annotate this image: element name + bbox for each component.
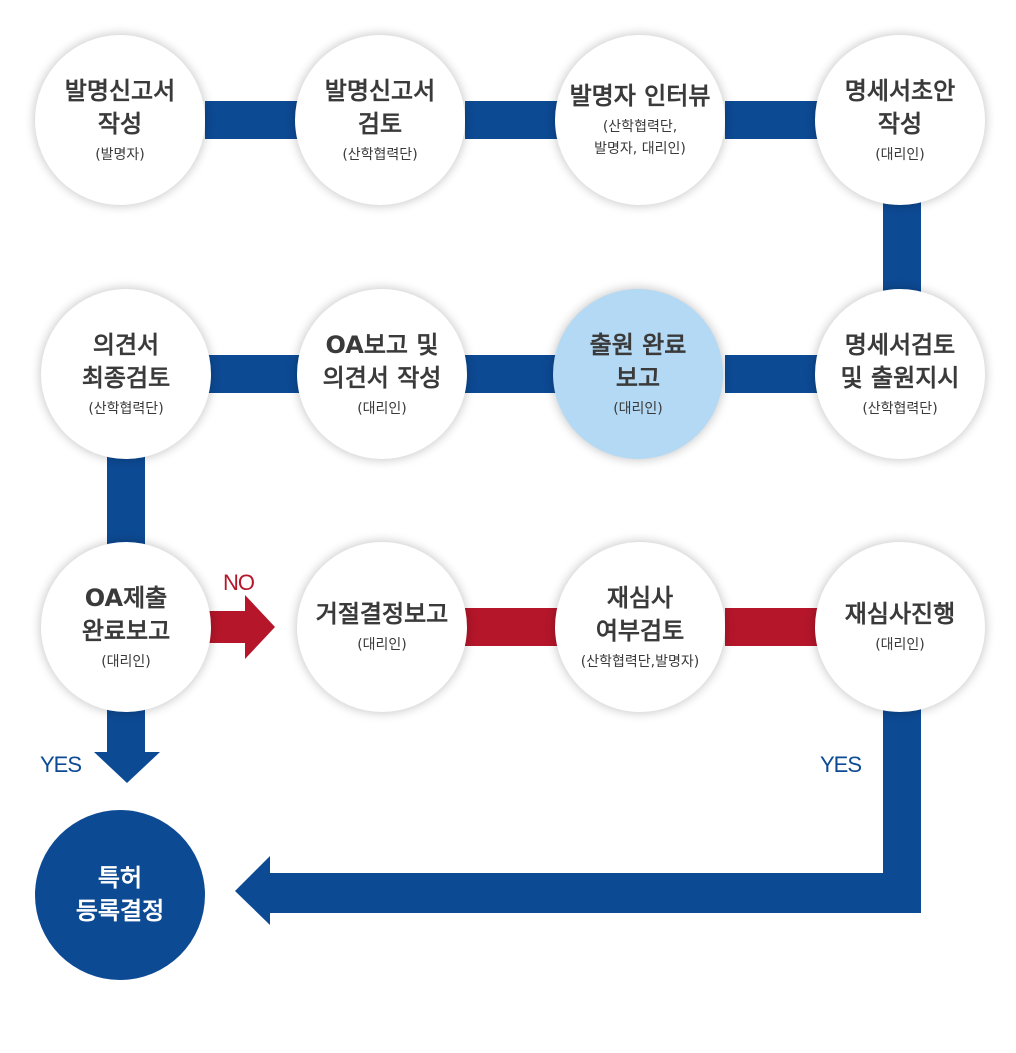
node-actor: (산학협력단): [342, 146, 418, 163]
node-title: 재심사진행: [844, 600, 956, 628]
node-spec-review-filing-order: 명세서검토 및 출원지시 (산학협력단): [815, 289, 985, 459]
node-title: 발명신고서 검토: [324, 76, 436, 138]
no-arrow: [205, 595, 275, 659]
yes-label-left: YES: [40, 752, 82, 777]
node-actor: (대리인): [613, 400, 663, 417]
connector-left-down: [107, 450, 145, 560]
node-title: 의견서 최종검토: [81, 330, 171, 392]
node-title: 거절결정보고: [315, 600, 449, 628]
node-actor: (산학협력단, 발명자, 대리인): [594, 119, 686, 157]
yes-return-arrow: [235, 700, 921, 925]
node-rejection-decision-report: 거절결정보고 (대리인): [297, 542, 467, 712]
node-title: 출원 완료 보고: [589, 330, 687, 392]
no-label: NO: [223, 570, 255, 595]
node-title: OA보고 및 의견서 작성: [322, 330, 442, 392]
node-actor: (대리인): [357, 400, 407, 417]
node-reexam-proceed: 재심사진행 (대리인): [815, 542, 985, 712]
node-actor: (대리인): [101, 653, 151, 670]
node-actor: (산학협력단,발명자): [580, 653, 700, 670]
yes-down-arrow: [94, 700, 160, 783]
node-actor: (산학협력단): [88, 400, 164, 417]
node-title: 명세서검토 및 출원지시: [840, 330, 960, 392]
node-actor: (대리인): [875, 146, 925, 163]
node-filing-complete-report: 출원 완료 보고 (대리인): [553, 289, 723, 459]
node-actor: (발명자): [95, 146, 145, 163]
node-actor: (대리인): [357, 637, 407, 653]
node-oa-submit-complete-report: OA제출 완료보고 (대리인): [41, 542, 211, 712]
node-title: OA제출 완료보고: [81, 583, 171, 645]
node-invention-report-review: 발명신고서 검토 (산학협력단): [295, 35, 465, 205]
node-invention-report-write: 발명신고서 작성 (발명자): [35, 35, 205, 205]
node-inventor-interview: 발명자 인터뷰 (산학협력단, 발명자, 대리인): [555, 35, 725, 205]
node-reexam-decision-review: 재심사 여부검토 (산학협력단,발명자): [555, 542, 725, 712]
node-actor: (산학협력단): [862, 400, 938, 417]
yes-label-right: YES: [820, 752, 862, 777]
node-title: 특허 등록결정: [75, 864, 165, 925]
node-title: 재심사 여부검토: [595, 583, 685, 645]
node-title: 명세서초안 작성: [844, 76, 956, 138]
connector-row2-1: [205, 355, 315, 393]
node-title: 발명신고서 작성: [64, 76, 176, 138]
node-spec-draft-write: 명세서초안 작성 (대리인): [815, 35, 985, 205]
node-opinion-final-review: 의견서 최종검토 (산학협력단): [41, 289, 211, 459]
node-actor: (대리인): [875, 637, 925, 653]
node-patent-grant-decision: 특허 등록결정: [35, 810, 205, 980]
node-title: 발명자 인터뷰: [569, 82, 711, 110]
node-oa-report-opinion-write: OA보고 및 의견서 작성 (대리인): [297, 289, 467, 459]
